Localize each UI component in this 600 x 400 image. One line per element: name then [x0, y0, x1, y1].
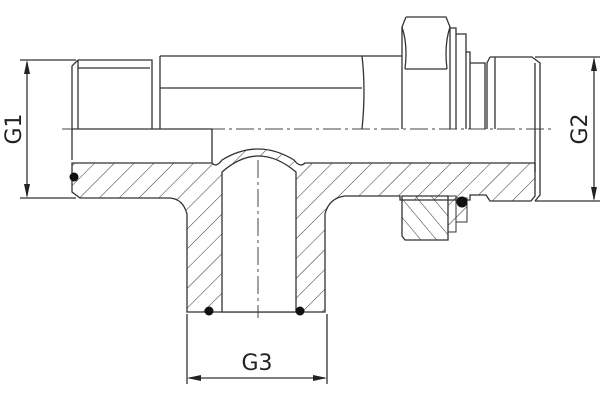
g3-label: G3 — [241, 351, 272, 376]
left-thread-end — [71, 59, 153, 160]
branch-bore — [221, 155, 297, 313]
nut-section — [401, 195, 449, 241]
o-ring-branch-right — [295, 306, 305, 316]
dimension-g2: G2 — [535, 56, 600, 202]
right-thread-end — [486, 56, 541, 202]
dimension-g3: G3 — [186, 314, 328, 384]
g1-label: G1 — [2, 113, 27, 144]
g2-label: G2 — [568, 113, 593, 144]
o-ring-branch-left — [204, 306, 214, 316]
body-tube — [159, 55, 402, 130]
union-nut — [401, 16, 486, 129]
o-ring-right — [456, 196, 468, 208]
o-ring-left — [69, 172, 79, 182]
hatched-section-body — [71, 148, 536, 313]
dimension-g1: G1 — [2, 59, 76, 199]
